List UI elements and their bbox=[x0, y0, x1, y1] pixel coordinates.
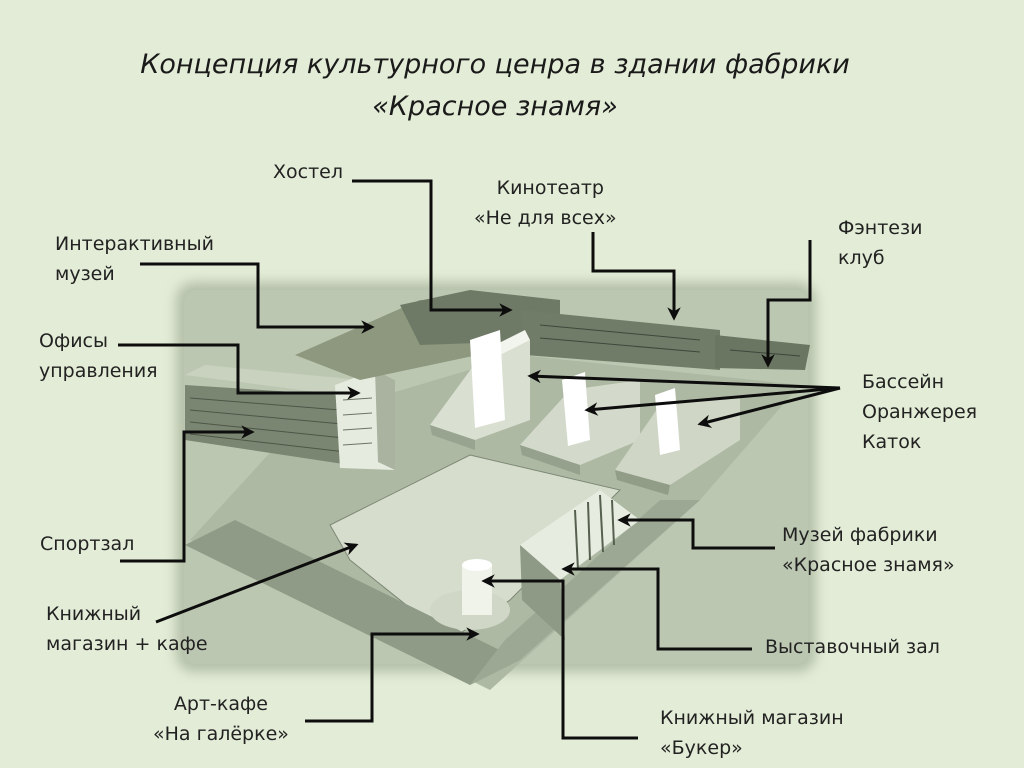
label-bookshop-cafe: Книжный магазин + кафе bbox=[46, 603, 208, 655]
title-line-1: Концепция культурного ценра в здании фаб… bbox=[140, 49, 850, 80]
callout-arrows bbox=[118, 179, 841, 740]
arrow-exhibition bbox=[561, 562, 752, 651]
arrow-booker bbox=[481, 574, 638, 740]
arrow-factory-museum bbox=[617, 513, 775, 550]
label-gym: Спортзал bbox=[40, 533, 135, 555]
label-interactive-museum: Интерактивный музей bbox=[55, 233, 214, 285]
label-booker-bookshop: Книжный магазин «Букер» bbox=[660, 707, 844, 759]
label-pool-greenhouse-rink: Бассейн Оранжерея Каток bbox=[862, 371, 978, 453]
arrow-fantasy bbox=[761, 240, 812, 368]
slide-title: Концепция культурного ценра в здании фаб… bbox=[0, 44, 990, 128]
arrow-cinema bbox=[591, 232, 681, 321]
arrow-greenhouse bbox=[584, 386, 841, 416]
label-cinema: Кинотеатр «Не для всех» bbox=[474, 177, 617, 229]
label-offices: Офисы управления bbox=[39, 330, 158, 382]
label-fantasy-club: Фэнтези клуб bbox=[838, 217, 923, 269]
arrow-museum bbox=[140, 262, 375, 334]
arrow-gym bbox=[120, 425, 255, 563]
arrow-artcafe bbox=[305, 627, 480, 723]
arrow-pool bbox=[527, 369, 841, 390]
arrow-rink bbox=[697, 386, 841, 428]
label-hostel: Хостел bbox=[273, 161, 343, 183]
arrow-hostel bbox=[352, 179, 513, 317]
title-line-2: «Красное знамя» bbox=[372, 91, 618, 122]
arrow-offices bbox=[118, 343, 361, 400]
label-exhibition-hall: Выставочный зал bbox=[765, 636, 940, 658]
arrow-bookshop bbox=[155, 542, 359, 624]
label-art-cafe: Арт-кафе «На галёрке» bbox=[153, 693, 289, 745]
building-model bbox=[185, 290, 810, 690]
label-factory-museum: Музей фабрики «Красное знамя» bbox=[782, 524, 955, 576]
